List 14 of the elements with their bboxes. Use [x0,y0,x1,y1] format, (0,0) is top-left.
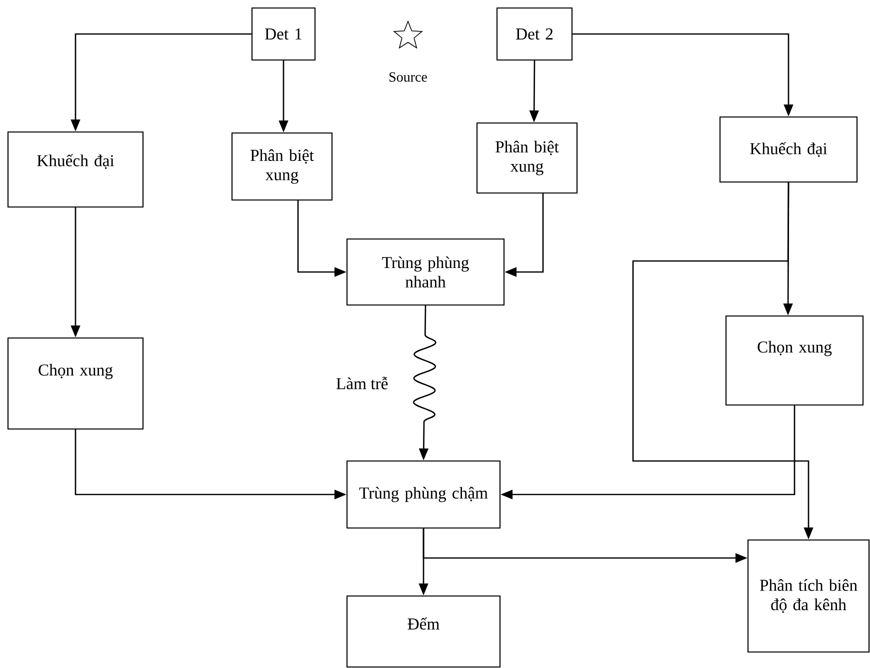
process-box: Trùng phùng nhanh [346,238,505,306]
process-box: Khuếch đại [719,116,858,183]
process-box: Chọn xung [7,337,144,430]
source-label: Source [390,72,427,82]
process-box: Phân biệt xung [476,122,578,194]
process-box: Phân tích biên độ đa kênh [747,539,870,653]
process-box: Det 2 [496,7,573,61]
process-box: Trùng phùng chậm [346,460,501,529]
edge-label: Làm trễ [334,375,390,391]
process-box: Đếm [346,595,501,668]
process-box: Khuếch đại [7,131,144,208]
process-box: Chọn xung [725,315,864,406]
process-box: Phân biệt xung [231,132,333,201]
process-box: Det 1 [251,7,316,61]
